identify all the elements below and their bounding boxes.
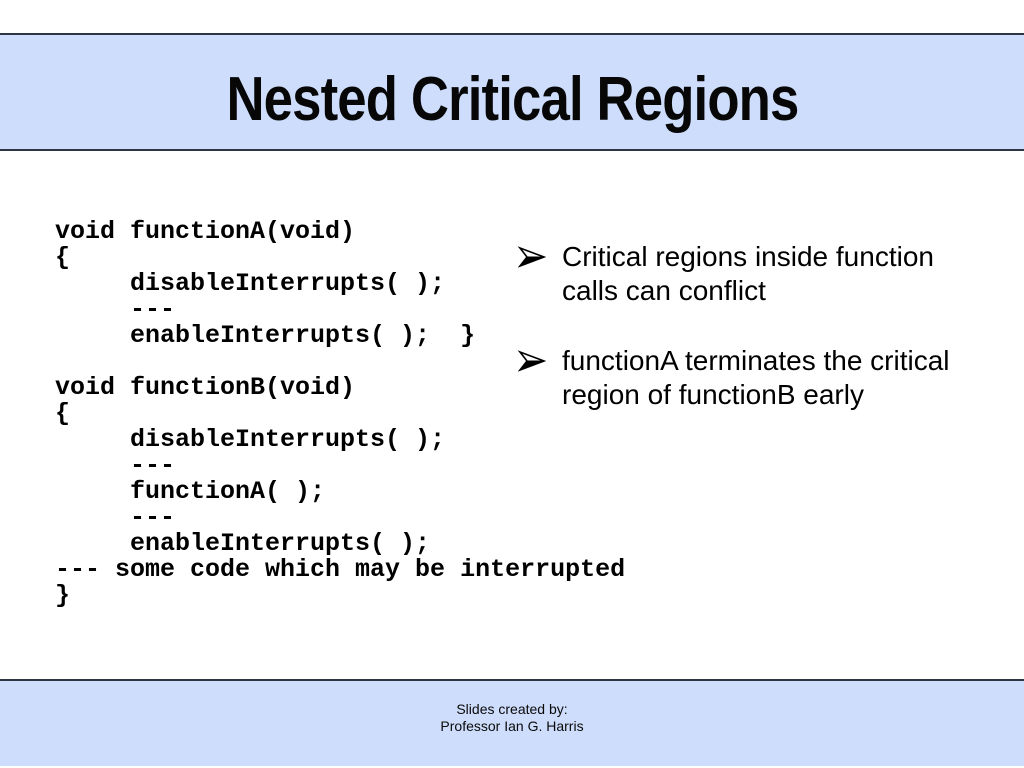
bullet-item: functionA terminates the critical region… (517, 344, 970, 412)
footer-line-1: Slides created by: (456, 701, 568, 717)
three-d-right-arrowhead-icon (517, 246, 547, 268)
bullet-item: Critical regions inside function calls c… (517, 240, 970, 308)
code-block: void functionA(void) { disableInterrupts… (55, 217, 626, 610)
footer-bar: Slides created by: Professor Ian G. Harr… (0, 679, 1024, 766)
three-d-right-arrowhead-icon (517, 350, 547, 372)
bullet-text: functionA terminates the critical region… (562, 345, 950, 410)
bullet-list: Critical regions inside function calls c… (517, 240, 970, 448)
bullet-text: Critical regions inside function calls c… (562, 241, 934, 306)
footer-line-2: Professor Ian G. Harris (440, 718, 584, 734)
title-bar: Nested Critical Regions (0, 33, 1024, 151)
footer-credit: Slides created by: Professor Ian G. Harr… (0, 701, 1024, 735)
slide-title: Nested Critical Regions (225, 64, 799, 134)
